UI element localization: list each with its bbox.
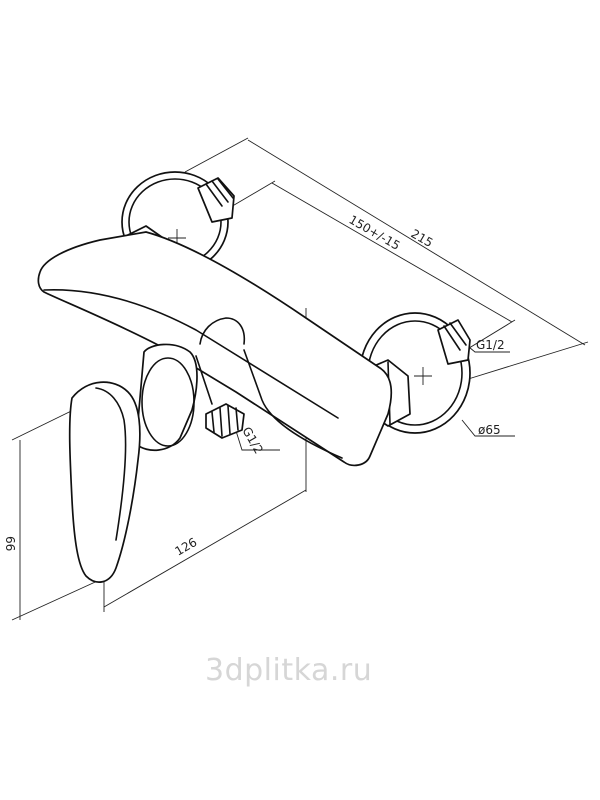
- mixer-body: [37, 231, 393, 467]
- watermark: 3dplitka.ru: [205, 653, 372, 688]
- dim-outlet-thread: G1/2: [239, 425, 265, 457]
- cartridge-housing: [135, 343, 198, 452]
- dim-depth: 126: [173, 535, 200, 559]
- outlet-connector: [205, 403, 245, 439]
- dim-center-distance: 150+/-15: [347, 212, 403, 252]
- dim-height: 66: [3, 536, 17, 551]
- dim-flange-diameter: ø65: [478, 423, 501, 437]
- lever-handle: [68, 381, 141, 583]
- dim-wall-thread: G1/2: [476, 338, 505, 352]
- dim-overall-width: 215: [409, 226, 436, 250]
